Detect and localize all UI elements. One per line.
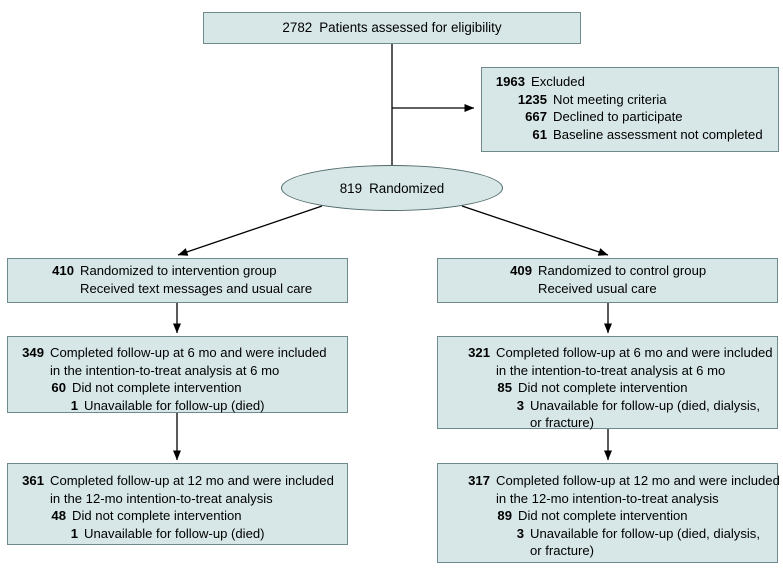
fu6-intervention-item-label: Unavailable for follow-up (died) xyxy=(84,397,265,413)
fu6-control-label: Completed follow-up at 6 mo and were inc… xyxy=(496,345,773,360)
fu12-intervention-item-label: Unavailable for follow-up (died) xyxy=(84,525,265,541)
fu12-control-count: 317 xyxy=(468,473,490,488)
fu6-control-label-cont: in the intention-to-treat analysis at 6 … xyxy=(496,362,726,378)
box-followup-6mo-control: 321 Completed follow-up at 6 mo and were … xyxy=(437,336,778,431)
fu12-intervention-cont-wrap: in the 12-mo intention-to-treat analysis xyxy=(12,490,339,508)
fu12-control-item-count: 3 xyxy=(516,525,524,541)
box-patients-assessed: 2782 Patients assessed for eligibility xyxy=(203,12,581,44)
fu12-control-item-label: Unavailable for follow-up (died, dialysi… xyxy=(530,525,760,541)
assessed-label: Patients assessed for eligibility xyxy=(319,20,502,35)
fu12-control-label-cont: in the 12-mo intention-to-treat analysis xyxy=(496,490,719,506)
fu6-intervention-label: Completed follow-up at 6 mo and were inc… xyxy=(50,345,327,360)
connector-randomized-to-control xyxy=(461,205,609,256)
fu6-control-cont-wrap: in the intention-to-treat analysis at 6 … xyxy=(458,362,769,380)
fu12-control-item-label: Did not complete intervention xyxy=(518,508,688,524)
fu6-control-item-count: 3 xyxy=(516,397,524,413)
allocation-control-line2-wrap: Received usual care xyxy=(500,280,769,298)
fu6-intervention-count: 349 xyxy=(22,345,44,360)
fu6-intervention-item-label: Did not complete intervention xyxy=(72,380,242,396)
randomized-count: 819 xyxy=(339,180,363,196)
fu12-control-label: Completed follow-up at 12 mo and were in… xyxy=(496,473,780,488)
box-allocation-intervention: 410 Randomized to intervention group Rece… xyxy=(7,258,348,303)
fu12-intervention-item: 48 Did not complete intervention xyxy=(12,507,339,525)
excluded-reason: 61 Baseline assessment not completed xyxy=(493,126,770,144)
assessed-count: 2782 xyxy=(282,20,313,35)
allocation-control-count: 409 xyxy=(510,263,532,279)
fu6-control-item-count: 85 xyxy=(497,380,512,396)
excluded-reason: 1235 Not meeting criteria xyxy=(493,91,770,109)
ellipse-randomized: 819 Randomized xyxy=(281,165,503,211)
fu6-control-item-label: Unavailable for follow-up (died, dialysi… xyxy=(530,397,760,413)
box-allocation-control: 409 Randomized to control group Received … xyxy=(437,258,778,303)
fu12-intervention-label: Completed follow-up at 12 mo and were in… xyxy=(50,473,334,488)
randomized-line: 819 Randomized xyxy=(340,181,445,196)
fu12-control-item-cont: or fracture) xyxy=(530,543,595,559)
allocation-control-line: 409 Randomized to control group xyxy=(500,262,769,280)
allocation-intervention-line2: Received text messages and usual care xyxy=(80,281,313,296)
allocation-intervention-line: 410 Randomized to intervention group xyxy=(42,262,339,280)
fu6-intervention-item-count: 60 xyxy=(51,380,66,396)
fu12-control-cont-wrap: in the 12-mo intention-to-treat analysis xyxy=(458,490,769,508)
assessed-line: 2782 Patients assessed for eligibility xyxy=(282,20,501,35)
box-followup-12mo-control: 317 Completed follow-up at 12 mo and were… xyxy=(437,463,780,563)
allocation-intervention-label: Randomized to intervention group xyxy=(80,263,277,279)
excluded-reason-count: 667 xyxy=(525,109,547,125)
fu12-control-item: 3 Unavailable for follow-up (died, dialys… xyxy=(458,525,769,543)
fu12-intervention-count: 361 xyxy=(22,473,44,488)
allocation-control-label: Randomized to control group xyxy=(538,263,707,279)
fu6-intervention-line: 349 Completed follow-up at 6 mo and were … xyxy=(12,344,339,362)
excluded-line: 1963 Excluded xyxy=(493,73,770,91)
fu12-intervention-label-cont: in the 12-mo intention-to-treat analysis xyxy=(50,490,273,506)
fu6-control-item: 3 Unavailable for follow-up (died, dialys… xyxy=(458,397,769,415)
excluded-count: 1963 xyxy=(495,74,525,89)
allocation-control-line2: Received usual care xyxy=(538,281,657,296)
allocation-intervention-count: 410 xyxy=(52,263,74,279)
fu12-control-item-count: 89 xyxy=(497,508,512,524)
allocation-intervention-line2-wrap: Received text messages and usual care xyxy=(42,280,339,298)
fu12-intervention-item-label: Did not complete intervention xyxy=(72,508,242,524)
excluded-reason-label: Declined to participate xyxy=(553,109,683,125)
excluded-reason: 667 Declined to participate xyxy=(493,108,770,126)
fu12-intervention-item: 1 Unavailable for follow-up (died) xyxy=(12,525,339,543)
fu6-control-item-cont: or fracture) xyxy=(530,415,595,431)
box-excluded: 1963 Excluded 1235 Not meeting criteria 66… xyxy=(481,67,779,152)
box-followup-6mo-intervention: 349 Completed follow-up at 6 mo and were … xyxy=(7,336,348,413)
fu6-intervention-item: 1 Unavailable for follow-up (died) xyxy=(12,397,339,415)
fu6-intervention-label-cont: in the intention-to-treat analysis at 6 … xyxy=(50,362,280,378)
excluded-label: Excluded xyxy=(531,74,585,89)
fu6-intervention-cont-wrap: in the intention-to-treat analysis at 6 … xyxy=(12,362,339,380)
fu12-intervention-item-count: 48 xyxy=(51,508,66,524)
fu6-intervention-item-count: 1 xyxy=(70,397,78,413)
fu6-control-item-label: Did not complete intervention xyxy=(518,380,688,396)
fu12-intervention-line: 361 Completed follow-up at 12 mo and were… xyxy=(12,472,339,490)
excluded-reason-label: Baseline assessment not completed xyxy=(553,126,763,142)
fu12-control-line: 317 Completed follow-up at 12 mo and were… xyxy=(458,472,780,490)
fu6-control-line: 321 Completed follow-up at 6 mo and were … xyxy=(458,344,772,362)
excluded-reason-label: Not meeting criteria xyxy=(553,91,667,107)
excluded-reason-count: 61 xyxy=(532,126,547,142)
connector-randomized-to-intervention xyxy=(177,205,323,256)
randomized-label: Randomized xyxy=(369,180,445,196)
fu6-intervention-item: 60 Did not complete intervention xyxy=(12,379,339,397)
fu12-intervention-item-count: 1 xyxy=(70,525,78,541)
box-followup-12mo-intervention: 361 Completed follow-up at 12 mo and were… xyxy=(7,463,348,545)
excluded-reason-count: 1235 xyxy=(517,91,547,107)
fu6-control-item: 85 Did not complete intervention xyxy=(458,379,769,397)
fu6-control-count: 321 xyxy=(468,345,490,360)
fu12-control-item: 89 Did not complete intervention xyxy=(458,507,769,525)
